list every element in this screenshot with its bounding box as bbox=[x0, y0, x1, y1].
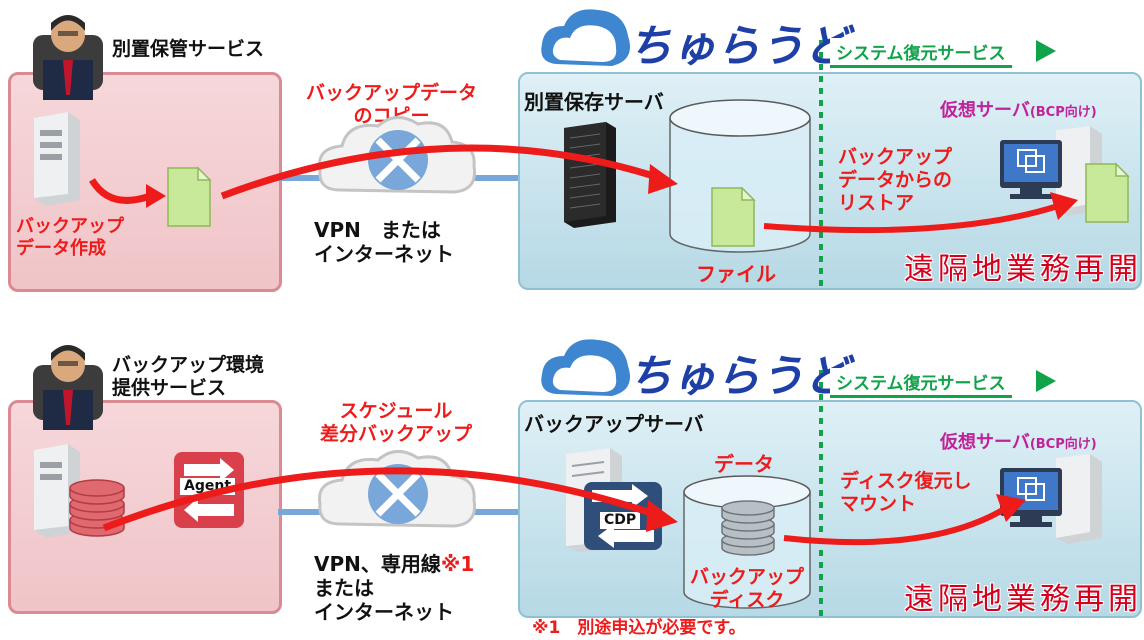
bottom-disk-label: バックアップディスク bbox=[689, 566, 804, 611]
top-create-label: バックアップデータ作成 bbox=[16, 216, 124, 259]
bottom-virtual-server-label: 仮想サーバ(BCP向け) bbox=[940, 432, 1097, 453]
bottom-ribbon-arrow bbox=[1036, 370, 1056, 392]
rack-server-icon bbox=[564, 122, 616, 228]
cdp-server-icon bbox=[566, 448, 662, 552]
tower-server-icon bbox=[34, 112, 80, 206]
top-flow-arrows bbox=[88, 144, 1078, 234]
top-file-label: ファイル bbox=[696, 262, 776, 286]
document-icon bbox=[1085, 162, 1130, 223]
top-ribbon-arrow bbox=[1036, 40, 1056, 62]
bottom-restore-service: システム復元サービス bbox=[830, 368, 1012, 398]
businessman-icon bbox=[33, 345, 103, 430]
top-network-label: VPN またはインターネット bbox=[314, 218, 454, 266]
bottom-service-title: バックアップ環境提供サービス bbox=[112, 354, 265, 399]
bottom-resume-label: 遠隔地業務再開 bbox=[904, 582, 1142, 617]
top-restore-service: システム復元サービス bbox=[830, 38, 1012, 68]
bottom-mount-label: ディスク復元しマウント bbox=[840, 470, 972, 515]
document-icon bbox=[167, 166, 212, 227]
top-divider bbox=[819, 40, 823, 290]
disk-stack-icon bbox=[721, 500, 775, 556]
cylinder-storage-icon bbox=[669, 99, 811, 253]
top-resume-label: 遠隔地業務再開 bbox=[904, 252, 1142, 287]
top-restore-label: バックアップデータからのリストア bbox=[838, 146, 953, 214]
bottom-server-label: バックアップサーバ bbox=[524, 412, 704, 436]
virtual-server-icon bbox=[1000, 126, 1102, 216]
bottom-divider bbox=[819, 370, 823, 620]
bottom-data-label: データ bbox=[714, 452, 774, 476]
top-service-title: 別置保管サービス bbox=[112, 38, 265, 60]
document-icon bbox=[711, 186, 756, 247]
bottom-network-label: VPN、専用線※1 または インターネット bbox=[314, 552, 475, 624]
top-server-label: 別置保存サーバ bbox=[524, 90, 664, 114]
churaud-logo-icon bbox=[541, 9, 630, 66]
bottom-logo-text: ちゅらうど bbox=[628, 351, 848, 402]
bottom-flow-arrows bbox=[102, 467, 1026, 546]
top-logo-text: ちゅらうど bbox=[628, 21, 848, 72]
churaud-logo-icon bbox=[541, 339, 630, 396]
top-virtual-server-label: 仮想サーバ(BCP向け) bbox=[940, 100, 1097, 121]
cdp-label: CDP bbox=[600, 512, 641, 529]
bottom-schedule-label: スケジュール差分バックアップ bbox=[320, 400, 473, 445]
footnote: ※1 別途申込が必要です。 bbox=[532, 618, 746, 638]
businessman-icon bbox=[33, 15, 103, 100]
tower-server-icon bbox=[34, 444, 80, 538]
